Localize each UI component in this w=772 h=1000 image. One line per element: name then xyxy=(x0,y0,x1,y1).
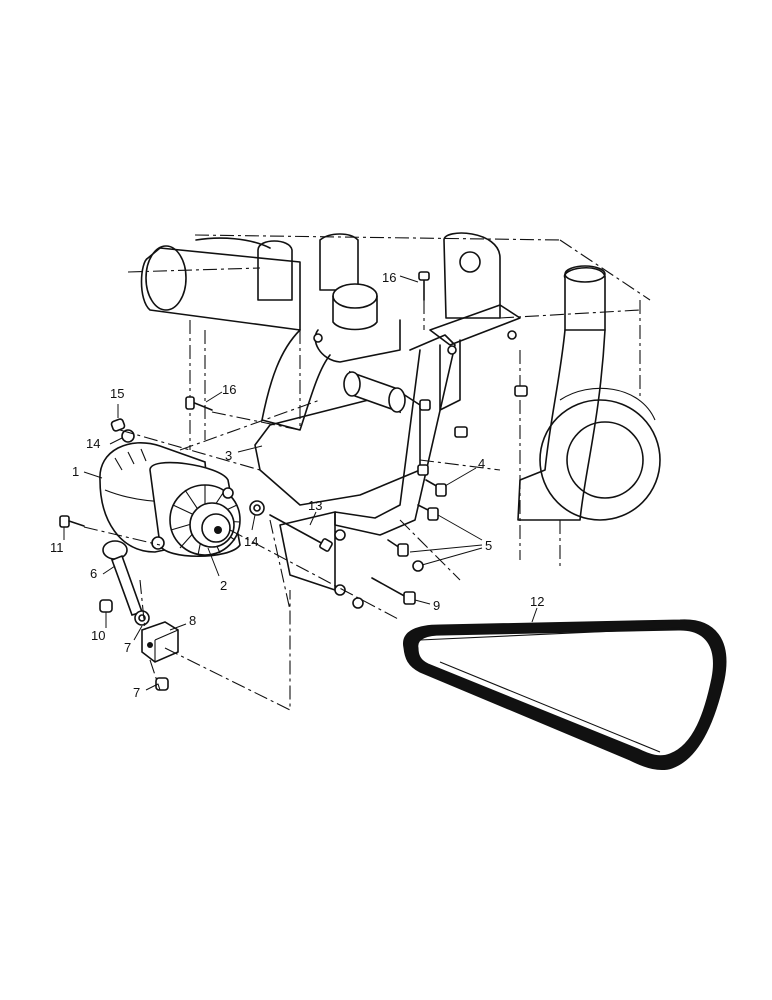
callout-14-left: 14 xyxy=(86,436,100,451)
callout-9: 9 xyxy=(433,598,440,613)
fasteners xyxy=(59,271,528,691)
callout-3: 3 xyxy=(225,448,232,463)
callout-14-center: 14 xyxy=(244,534,258,549)
callout-4: 4 xyxy=(478,456,485,471)
callout-5: 5 xyxy=(485,538,492,553)
alternator xyxy=(99,442,241,558)
callout-leaders xyxy=(63,275,538,691)
callout-6: 6 xyxy=(90,566,97,581)
callout-13: 13 xyxy=(308,498,322,513)
callout-7-upper: 7 xyxy=(124,640,131,655)
callout-1: 1 xyxy=(72,464,79,479)
callout-11: 11 xyxy=(50,540,64,555)
callout-10: 10 xyxy=(91,628,105,643)
callout-2: 2 xyxy=(220,578,227,593)
callout-15: 15 xyxy=(110,386,124,401)
callout-16-top: 16 xyxy=(382,270,396,285)
callout-16-left: 16 xyxy=(222,382,236,397)
callout-labels: 1 2 3 4 5 6 7 7 8 9 10 11 12 13 14 14 15… xyxy=(50,270,544,700)
callout-7-lower: 7 xyxy=(133,685,140,700)
assembly-centerlines xyxy=(83,300,425,711)
callout-8: 8 xyxy=(189,613,196,628)
engine-block-outline xyxy=(127,232,661,611)
drive-belt xyxy=(403,619,727,771)
callout-12: 12 xyxy=(530,594,544,609)
